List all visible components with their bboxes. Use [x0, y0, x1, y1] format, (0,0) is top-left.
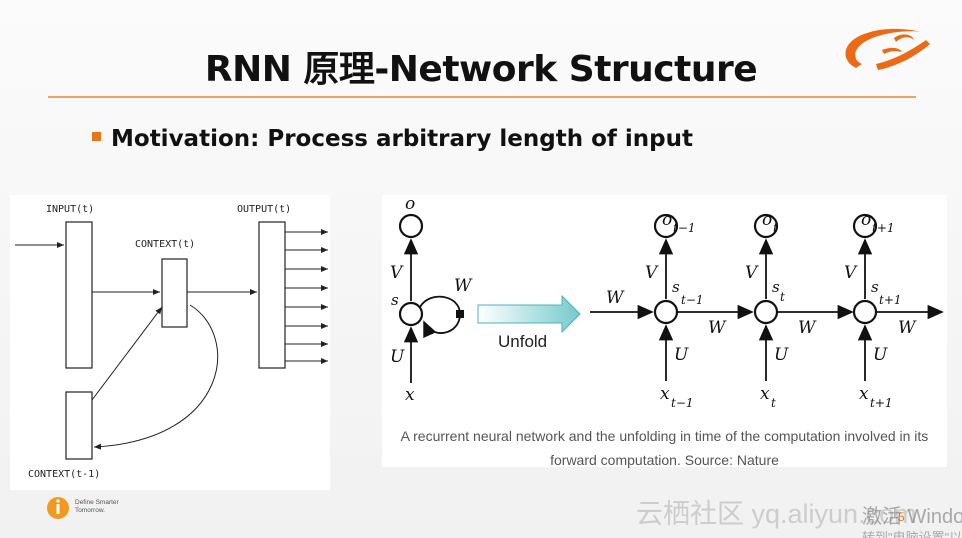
- x-sub: t−1: [671, 396, 694, 410]
- x-label: x: [760, 384, 770, 404]
- o-sub: t+1: [872, 221, 895, 235]
- tagline-line-2: Tomorrow.: [75, 507, 105, 514]
- o-label: o: [861, 210, 871, 230]
- state-node: [753, 299, 779, 325]
- folded-o-label: o: [405, 195, 415, 214]
- bullet-square-icon: [92, 132, 101, 141]
- w-label-1: W: [708, 318, 727, 338]
- folded-w-loop: [419, 295, 461, 339]
- v-label: V: [745, 263, 759, 283]
- title-divider: [48, 96, 916, 98]
- company-logo-icon: [47, 497, 69, 519]
- folded-w-label: W: [454, 276, 473, 296]
- bullet-point: Motivation: Process arbitrary length of …: [92, 126, 693, 152]
- activate-windows-subtext: 转到"电脑设置"以激活 Windows: [862, 530, 962, 538]
- prev-to-context-arrow: [91, 306, 163, 401]
- o-text: o: [861, 210, 871, 230]
- s-label: s: [672, 278, 680, 296]
- s-label: s: [772, 278, 780, 296]
- o-label: o: [662, 210, 672, 230]
- o-sub: t−1: [673, 221, 696, 235]
- incoming-w-label: W: [606, 288, 625, 308]
- context-label: CONTEXT(t): [135, 239, 195, 250]
- output-node: [653, 213, 679, 239]
- step-t: o t V s t U x t: [745, 210, 789, 410]
- output-layer-box: [258, 221, 286, 369]
- folded-s-label: s: [391, 291, 399, 309]
- page-number: 5: [898, 510, 905, 524]
- s-label: s: [871, 278, 879, 296]
- unfold-arrow-icon: [477, 294, 581, 334]
- input-label: INPUT(t): [46, 204, 94, 215]
- caption-line-2: forward computation. Source: Nature: [550, 452, 779, 468]
- folded-delay-square: [456, 310, 464, 318]
- u-label: U: [873, 345, 888, 365]
- caption-line-1: A recurrent neural network and the unfol…: [400, 428, 929, 444]
- step-t-plus-1: o t+1 V s t+1 U x t+1: [844, 210, 902, 410]
- unfold-label: Unfold: [498, 332, 547, 351]
- s-sub: t: [780, 290, 785, 304]
- u-label: U: [774, 345, 789, 365]
- rnn-unfold-diagram: o V s W U x Unfold W o t−1 V: [382, 194, 947, 467]
- o-label: o: [762, 210, 772, 230]
- v-label: V: [844, 263, 858, 283]
- input-layer-box: [65, 221, 93, 369]
- tagline-line-1: Define Smarter: [75, 499, 119, 506]
- state-node: [653, 299, 679, 325]
- context-prev-label: CONTEXT(t-1): [28, 469, 100, 480]
- x-sub: t: [771, 396, 776, 410]
- page-title: RNN 原理-Network Structure: [204, 49, 758, 90]
- folded-v-label: V: [390, 263, 404, 283]
- alibaba-logo-icon: [845, 28, 930, 70]
- output-node: [852, 213, 878, 239]
- figure-caption: A recurrent neural network and the unfol…: [382, 424, 947, 472]
- outgoing-w-label: W: [898, 318, 917, 338]
- folded-u-label: U: [390, 347, 405, 367]
- output-arrows: [285, 229, 328, 364]
- v-label: V: [645, 263, 659, 283]
- site-watermark: 云栖社区 yq.aliyun.com: [636, 499, 917, 529]
- x-label: x: [660, 384, 670, 404]
- s-sub: t+1: [879, 293, 902, 307]
- x-sub: t+1: [870, 396, 893, 410]
- state-node: [852, 299, 878, 325]
- context-layer-box: [161, 258, 188, 328]
- o-text: o: [762, 210, 772, 230]
- context-copy-arrow: [93, 304, 219, 450]
- s-sub: t−1: [681, 293, 704, 307]
- context-prev-box: [65, 391, 93, 460]
- output-node: [753, 213, 779, 239]
- footer-tagline: Define Smarter Tomorrow.: [75, 499, 119, 515]
- output-label: OUTPUT(t): [237, 204, 291, 215]
- folded-x-label: x: [405, 385, 415, 405]
- u-label: U: [674, 345, 689, 365]
- o-text: o: [662, 210, 672, 230]
- o-sub: t: [773, 221, 778, 235]
- elman-network-diagram: INPUT(t) CONTEXT(t) OUTPUT(t) CONTEXT(t-…: [10, 195, 330, 490]
- step-t-minus-1: o t−1 V s t−1 U x t−1: [645, 210, 704, 410]
- bullet-text: Motivation: Process arbitrary length of …: [111, 126, 693, 152]
- folded-state-node: [398, 301, 424, 327]
- w-label-2: W: [798, 318, 817, 338]
- folded-output-node: [398, 213, 424, 239]
- activate-windows-text: 激活 Windows: [862, 506, 962, 528]
- x-label: x: [859, 384, 869, 404]
